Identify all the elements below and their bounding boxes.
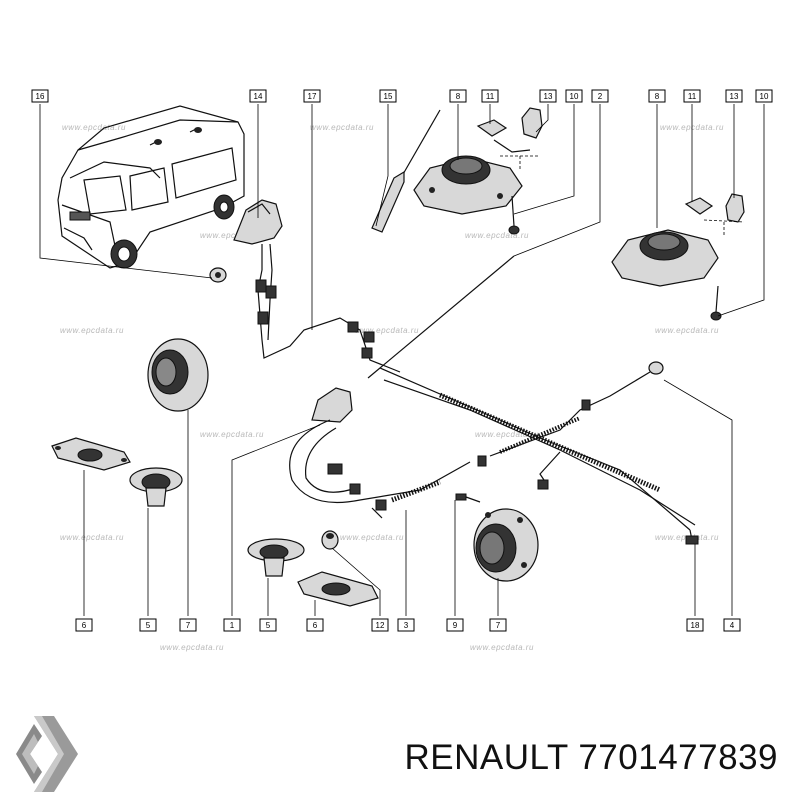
screw-9	[455, 493, 481, 503]
callout-11: 11	[683, 89, 701, 103]
watermark: www.epcdata.ru	[160, 643, 224, 652]
door-cable-loop	[289, 387, 471, 519]
callout-18: 18	[686, 618, 704, 632]
callout-5: 5	[139, 618, 157, 632]
callout-16: 16	[31, 89, 49, 103]
door-speaker-upper	[147, 338, 209, 412]
svg-text:6: 6	[82, 621, 87, 630]
svg-text:3: 3	[404, 621, 409, 630]
callout-5: 5	[259, 618, 277, 632]
antenna-cable	[257, 244, 401, 373]
svg-text:2: 2	[598, 92, 603, 101]
watermark: www.epcdata.ru	[200, 231, 264, 240]
callout-6: 6	[75, 618, 93, 632]
svg-text:1: 1	[230, 621, 235, 630]
svg-text:8: 8	[655, 92, 660, 101]
svg-text:9: 9	[453, 621, 458, 630]
callout-7: 7	[179, 618, 197, 632]
callout-14: 14	[249, 89, 267, 103]
svg-text:7: 7	[186, 621, 191, 630]
svg-text:12: 12	[376, 621, 385, 630]
watermark: www.epcdata.ru	[60, 326, 124, 335]
callout-13: 13	[539, 89, 557, 103]
part-title: RENAULT 7701477839	[404, 738, 778, 778]
brand-name: RENAULT	[404, 738, 569, 777]
callout-10: 10	[565, 89, 583, 103]
main-wiring-loom	[379, 361, 699, 545]
svg-text:13: 13	[730, 92, 739, 101]
callout-3: 3	[397, 618, 415, 632]
speaker-8-right	[611, 229, 719, 287]
callout-11: 11	[481, 89, 499, 103]
svg-text:14: 14	[254, 92, 263, 101]
callout-7: 7	[489, 618, 507, 632]
antenna-mast	[371, 109, 441, 233]
renault-diamond-icon	[16, 716, 78, 792]
svg-text:11: 11	[688, 92, 697, 101]
tweeter-lower	[247, 538, 305, 577]
callout-1: 1	[223, 618, 241, 632]
svg-text:15: 15	[384, 92, 393, 101]
svg-text:10: 10	[570, 92, 579, 101]
svg-text:17: 17	[308, 92, 317, 101]
svg-text:6: 6	[313, 621, 318, 630]
plug-12	[321, 530, 339, 550]
harness-rod	[367, 255, 515, 379]
watermark: www.epcdata.ru	[475, 430, 539, 439]
leader-lines	[39, 104, 765, 616]
callout-15: 15	[379, 89, 397, 103]
svg-text:13: 13	[544, 92, 553, 101]
svg-text:18: 18	[691, 621, 700, 630]
part-number: 7701477839	[578, 738, 778, 777]
tweeter-housing-left	[51, 437, 131, 471]
callout-12: 12	[371, 618, 389, 632]
callout-10: 10	[755, 89, 773, 103]
van-illustration	[57, 105, 245, 269]
svg-text:8: 8	[456, 92, 461, 101]
watermark: www.epcdata.ru	[355, 326, 419, 335]
clip-set-right	[684, 193, 745, 321]
svg-text:11: 11	[486, 92, 495, 101]
watermark: www.epcdata.ru	[655, 326, 719, 335]
callout-2: 2	[591, 89, 609, 103]
svg-text:10: 10	[760, 92, 769, 101]
callout-8: 8	[648, 89, 666, 103]
svg-text:7: 7	[496, 621, 501, 630]
grommet-16	[209, 267, 227, 283]
callout-13: 13	[725, 89, 743, 103]
tweeter-housing-lower	[297, 571, 379, 607]
watermark: www.epcdata.ru	[62, 123, 126, 132]
callout-4: 4	[723, 618, 741, 632]
svg-text:16: 16	[36, 92, 45, 101]
svg-text:5: 5	[146, 621, 151, 630]
callout-6: 6	[306, 618, 324, 632]
antenna-base	[233, 199, 283, 245]
watermark: www.epcdata.ru	[470, 643, 534, 652]
tweeter-left	[129, 467, 183, 507]
speaker-8-top	[413, 155, 523, 215]
svg-text:4: 4	[730, 621, 735, 630]
watermark: www.epcdata.ru	[310, 123, 374, 132]
watermark: www.epcdata.ru	[200, 430, 264, 439]
watermark: www.epcdata.ru	[60, 533, 124, 542]
door-speaker-lower	[473, 508, 539, 582]
watermark: www.epcdata.ru	[465, 231, 529, 240]
svg-text:5: 5	[266, 621, 271, 630]
callout-8: 8	[449, 89, 467, 103]
callout-17: 17	[303, 89, 321, 103]
callout-labels: 16 14 17 15 8 11 13 10 2 8 11 13 10 6 5 …	[31, 89, 773, 632]
watermark: www.epcdata.ru	[340, 533, 404, 542]
callout-9: 9	[446, 618, 464, 632]
